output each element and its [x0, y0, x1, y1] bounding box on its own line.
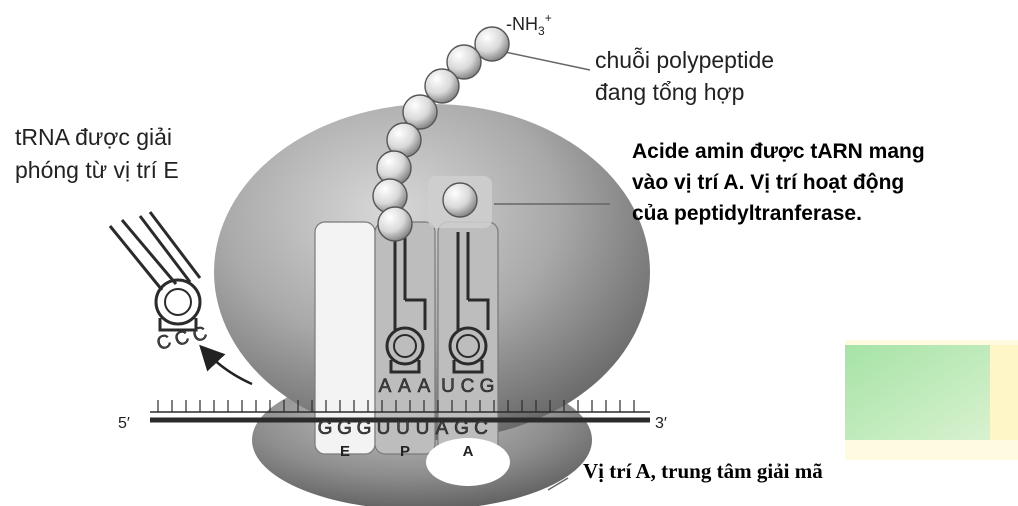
site-letter-p: P: [400, 443, 410, 460]
a-site-amino-acid: [443, 183, 477, 217]
trna-released-label-line1: tRNA được giải: [15, 124, 172, 150]
released-anticodon-base: C: [154, 331, 174, 355]
polypeptide-label-line2: đang tổng hợp: [595, 79, 744, 105]
released-anticodon-base: C: [190, 323, 210, 347]
mrna-base: U: [416, 418, 430, 439]
p-site-anticodon-base: A: [379, 376, 392, 397]
site-letter-e: E: [340, 443, 350, 460]
site-letter-a: A: [463, 443, 474, 460]
polypeptide-label-line1: chuỗi polypeptide: [595, 47, 774, 73]
amino-terminus-label: -NH3+: [506, 11, 552, 38]
mrna-base: U: [396, 418, 410, 439]
mrna-base: G: [318, 418, 333, 439]
mrna-base: G: [357, 418, 372, 439]
a-site-anticodon-base: U: [441, 376, 455, 397]
three-prime-label: 3′: [655, 415, 667, 432]
p-site-anticodon-base: A: [398, 376, 411, 397]
acide-amin-label-line2: vào vị trí A. Vị trí hoạt động: [632, 171, 904, 194]
released-trna: [110, 212, 200, 330]
acide-amin-label-line1: Acide amin được tARN mang: [632, 140, 925, 163]
trna-released-label-line2: phóng từ vị trí E: [15, 157, 179, 183]
mrna-base: A: [436, 418, 449, 439]
mrna-base: G: [454, 418, 469, 439]
p-site-anticodon-base: A: [418, 376, 431, 397]
a-site-anticodon-base: C: [461, 376, 475, 397]
mrna-base: G: [337, 418, 352, 439]
a-site-anticodon-base: G: [480, 376, 495, 397]
mrna-base: C: [474, 418, 488, 439]
mrna-base: U: [377, 418, 391, 439]
amino-acid-bead: [378, 207, 412, 241]
background-accent: [845, 340, 1018, 460]
acide-amin-label-line3: của peptidyltranferase.: [632, 202, 862, 225]
a-site-label: Vị trí A, trung tâm giải mã: [583, 459, 823, 483]
five-prime-label: 5′: [118, 415, 130, 432]
